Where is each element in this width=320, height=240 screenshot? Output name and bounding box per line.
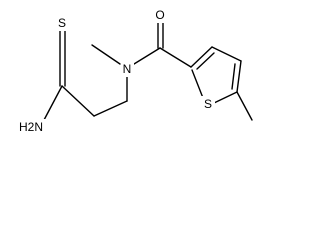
- label-bg-amine: [16, 119, 46, 135]
- bond-ring-methyl: [236, 91, 253, 121]
- bond-ring-s-c2: [191, 69, 204, 99]
- molecule-svg: S H2N N O S: [16, 7, 253, 135]
- structure-diagram: S H2N N O S: [16, 7, 253, 135]
- bond-c-nh2: [43, 85, 63, 121]
- bond-ring-c3-c4: [211, 46, 242, 62]
- bond-ring-c4-c5-a: [236, 60, 242, 93]
- bonds: [43, 21, 253, 121]
- bond-ring-c2-c3-b: [196, 52, 215, 70]
- ring-sulfur-label: S: [204, 97, 212, 111]
- label-bg-amide-n: [121, 61, 134, 77]
- carbonyl-oxygen-label: O: [155, 8, 164, 22]
- bond-ring-c5-s: [213, 91, 238, 104]
- bond-carbonyl-ring: [159, 47, 192, 68]
- bond-ring-c2-c3-a: [190, 46, 213, 68]
- label-bg-thioamide-s: [55, 15, 69, 31]
- amide-nitrogen-label: N: [123, 62, 132, 76]
- label-bg-ring-s: [201, 96, 215, 112]
- label-bg-carbonyl-o: [153, 7, 168, 23]
- bond-n-methyl: [91, 44, 121, 65]
- amine-label: H2N: [19, 120, 43, 134]
- thioamide-sulfur-label: S: [58, 16, 66, 30]
- bond-n-carbonyl: [133, 47, 161, 65]
- bond-ch2-ch2: [93, 100, 128, 117]
- atom-labels: S H2N N O S: [16, 7, 215, 135]
- bond-c-ch2: [61, 85, 95, 117]
- bond-ring-c4-c5-b: [231, 63, 236, 90]
